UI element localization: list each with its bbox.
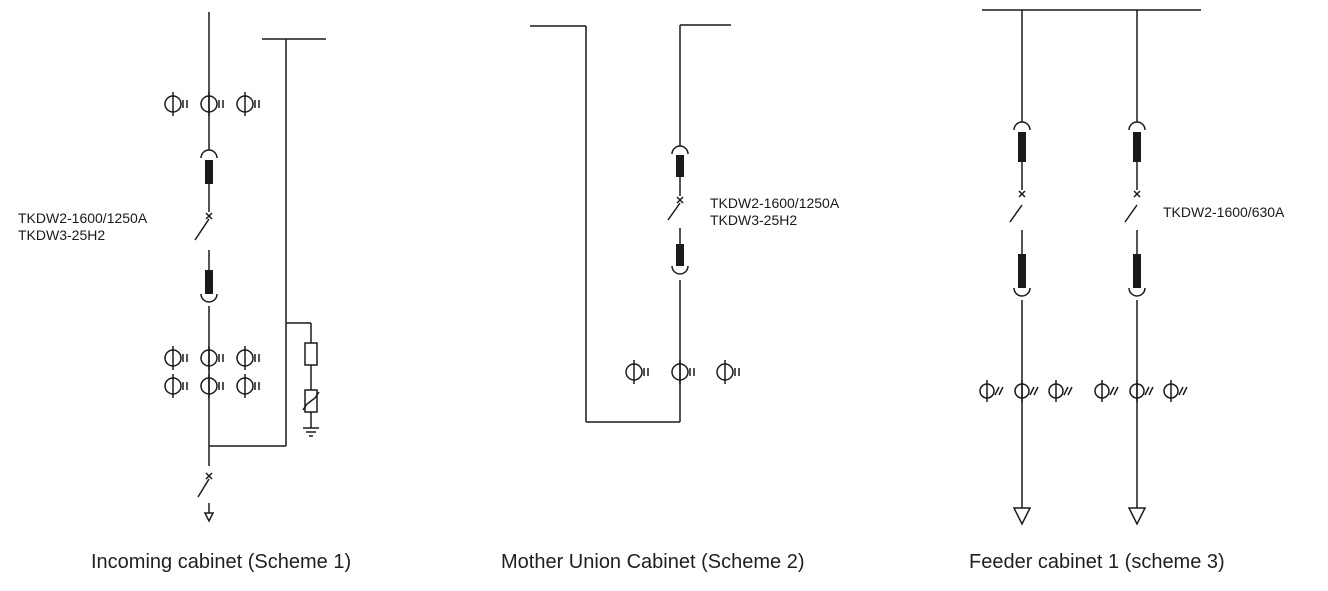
- caption-mother-union-cabinet: Mother Union Cabinet (Scheme 2): [501, 551, 805, 573]
- outgoing-arrow-icon: [203, 512, 215, 523]
- current-transformer-icon: [164, 373, 188, 399]
- model-line: TKDW2-1600/1250A: [18, 210, 148, 226]
- feeder-cabinet-diagram: [979, 9, 1201, 526]
- current-transformer-icon: [1129, 379, 1154, 403]
- plug-contact-icon: [200, 293, 218, 303]
- current-transformer-icon: [200, 345, 224, 371]
- plug-contact-icon: [1128, 287, 1146, 297]
- withdrawable-unit-icon: [676, 244, 684, 266]
- current-transformer-icon: [1163, 379, 1188, 403]
- plug-contact-icon: [1128, 121, 1146, 131]
- model-label-incoming: TKDW2-1600/1250A TKDW3-25H2: [18, 210, 147, 244]
- model-line: TKDW3-25H2: [18, 227, 106, 243]
- outgoing-arrow-icon: [1012, 507, 1032, 526]
- breaker-switch-icon: [1009, 204, 1023, 223]
- model-line: TKDW2-1600/1250A: [710, 195, 840, 211]
- withdrawable-unit-icon: [205, 270, 213, 294]
- current-transformer-icon: [979, 379, 1004, 403]
- current-transformer-icon: [671, 359, 695, 385]
- breaker-cross-icon: [676, 196, 684, 204]
- breaker-switch-icon: [194, 218, 210, 241]
- breaker-cross-icon: [205, 212, 213, 220]
- model-label-feeder: TKDW2-1600/630A: [1163, 204, 1284, 221]
- breaker-switch-icon: [1124, 204, 1138, 223]
- outgoing-arrow-icon: [1127, 507, 1147, 526]
- breaker-cross-icon: [1018, 190, 1026, 198]
- plug-contact-icon: [1013, 287, 1031, 297]
- current-transformer-icon: [1014, 379, 1039, 403]
- current-transformer-icon: [200, 91, 224, 117]
- current-transformer-icon: [236, 373, 260, 399]
- plug-contact-icon: [200, 149, 218, 159]
- current-transformer-icon: [164, 345, 188, 371]
- breaker-switch-icon: [197, 478, 210, 498]
- withdrawable-unit-icon: [1133, 254, 1141, 288]
- mother-union-cabinet-diagram: [530, 24, 740, 423]
- withdrawable-unit-icon: [676, 155, 684, 177]
- plug-contact-icon: [671, 145, 689, 155]
- current-transformer-icon: [1048, 379, 1073, 403]
- plug-contact-icon: [671, 265, 689, 275]
- plug-contact-icon: [1013, 121, 1031, 131]
- breaker-cross-icon: [1133, 190, 1141, 198]
- current-transformer-icon: [164, 91, 188, 117]
- caption-feeder-cabinet: Feeder cabinet 1 (scheme 3): [969, 551, 1225, 573]
- fuse-icon: [304, 342, 318, 366]
- model-label-mother-union: TKDW2-1600/1250A TKDW3-25H2: [710, 195, 839, 229]
- withdrawable-unit-icon: [1133, 132, 1141, 162]
- current-transformer-icon: [1094, 379, 1119, 403]
- model-line: TKDW3-25H2: [710, 212, 798, 228]
- breaker-switch-icon: [667, 202, 681, 221]
- withdrawable-unit-icon: [1018, 132, 1026, 162]
- caption-incoming-cabinet: Incoming cabinet (Scheme 1): [91, 551, 352, 573]
- current-transformer-icon: [716, 359, 740, 385]
- current-transformer-icon: [625, 359, 649, 385]
- current-transformer-icon: [236, 345, 260, 371]
- incoming-cabinet-diagram: [164, 12, 326, 523]
- model-line: TKDW2-1600/630A: [1163, 204, 1285, 220]
- withdrawable-unit-icon: [1018, 254, 1026, 288]
- current-transformer-icon: [236, 91, 260, 117]
- current-transformer-icon: [200, 373, 224, 399]
- breaker-cross-icon: [205, 472, 213, 480]
- withdrawable-unit-icon: [205, 160, 213, 184]
